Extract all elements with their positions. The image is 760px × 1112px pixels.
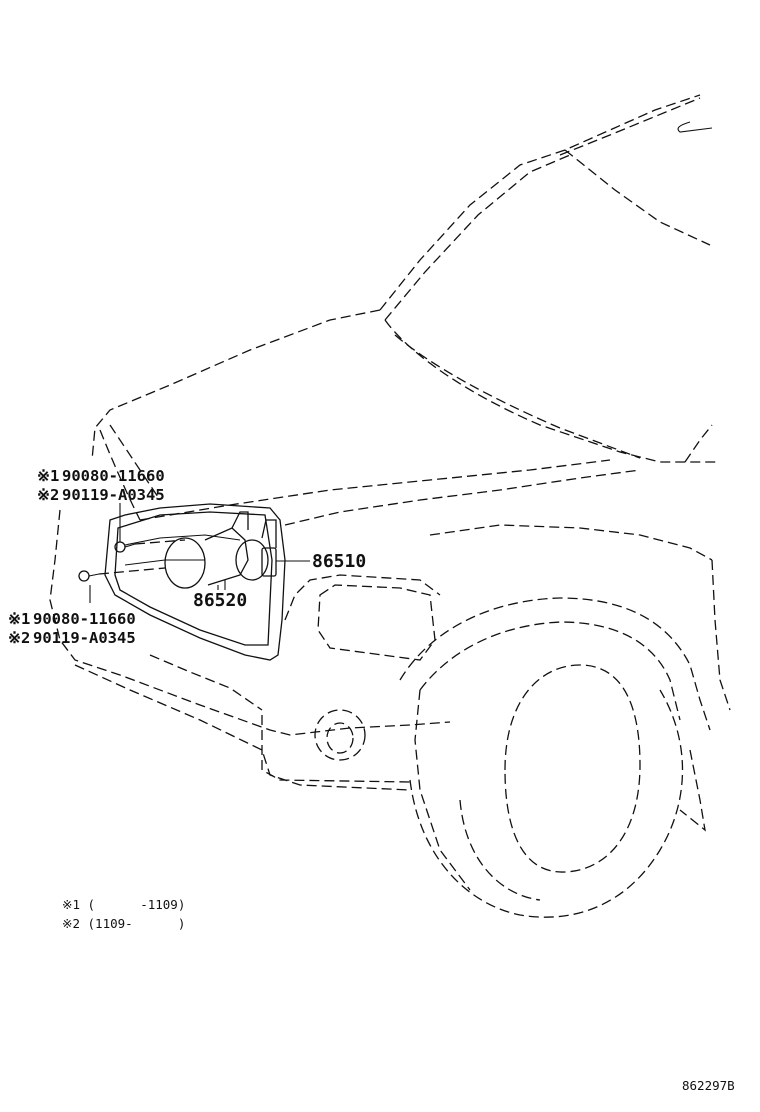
fog-lamp bbox=[314, 709, 366, 761]
upper-bolt-v1-marker: ※1 bbox=[37, 467, 59, 485]
lower-bolt-head bbox=[78, 570, 90, 582]
lower-bolt bbox=[78, 570, 100, 582]
bumper-lower bbox=[74, 664, 411, 791]
upper-bolt-v1-part: 90080-11660 bbox=[62, 467, 165, 485]
tire-sidewall bbox=[459, 749, 706, 901]
tire-inner bbox=[504, 664, 641, 873]
fender-arch bbox=[399, 597, 711, 731]
diagram-id: 862297B bbox=[682, 1078, 735, 1093]
tire-outer bbox=[409, 689, 684, 918]
hood-top bbox=[91, 309, 381, 461]
low-horn-bracket bbox=[231, 511, 249, 530]
grille-inner bbox=[114, 511, 273, 646]
fog-lamp-lens bbox=[326, 722, 354, 754]
horn-low-86520 bbox=[164, 511, 249, 589]
lower-bolt-shank bbox=[88, 573, 100, 577]
windshield-frame bbox=[379, 94, 701, 311]
a-pillar bbox=[684, 424, 713, 463]
lower-bolt-v1-part: 90080-11660 bbox=[33, 610, 136, 628]
bumper-corner bbox=[149, 654, 263, 711]
hood-front-line-2 bbox=[284, 469, 641, 526]
high-horn-connector bbox=[261, 547, 277, 577]
horn-high-86510 bbox=[235, 519, 277, 581]
callout-labels: ※1 90080-11660 ※2 90119-A0345 ※1 90080-1… bbox=[8, 467, 366, 647]
headlamp-surround bbox=[284, 574, 441, 621]
hood-front-line bbox=[139, 459, 611, 521]
grille-frame bbox=[104, 503, 286, 661]
fender-top bbox=[429, 524, 713, 561]
fender-arch-inner bbox=[419, 621, 681, 721]
low-horn-leader bbox=[217, 580, 226, 590]
upper-bolt-v2-part: 90119-A0345 bbox=[62, 486, 165, 504]
hood-front-edge bbox=[99, 424, 161, 521]
bolt-alignment-dashes bbox=[98, 539, 186, 575]
high-horn-bracket bbox=[261, 519, 277, 548]
low-horn-cone bbox=[204, 527, 249, 586]
lower-bolt-v2-part: 90119-A0345 bbox=[33, 629, 136, 647]
hood-crease bbox=[384, 319, 718, 463]
roof-line bbox=[559, 97, 701, 156]
upper-bolt-v2-marker: ※2 bbox=[37, 486, 59, 504]
high-horn-body bbox=[235, 539, 269, 581]
high-horn-part-number: 86510 bbox=[312, 551, 366, 572]
leader-lines bbox=[89, 503, 310, 603]
vehicle-body-outline bbox=[49, 94, 731, 918]
low-horn-body bbox=[164, 537, 206, 589]
wiper bbox=[677, 121, 713, 133]
lower-bolt-v2-marker: ※2 bbox=[8, 629, 30, 647]
legend-note-1: ※1 ( -1109) bbox=[62, 897, 185, 912]
lower-bolt-v1-marker: ※1 bbox=[8, 610, 30, 628]
legend: ※1 ( -1109) ※2 (1109- ) bbox=[62, 897, 185, 931]
grille-bar-1 bbox=[124, 534, 241, 546]
low-horn-part-number: 86520 bbox=[193, 590, 247, 611]
upper-bolt-shank bbox=[124, 543, 136, 548]
headlamp bbox=[317, 584, 436, 661]
hood-rear-edge bbox=[394, 334, 641, 459]
legend-note-2: ※2 (1109- ) bbox=[62, 916, 185, 931]
windshield-inner bbox=[384, 154, 571, 321]
bumper-face bbox=[261, 715, 411, 783]
tire-rim-edge bbox=[414, 689, 471, 891]
windshield-edge bbox=[564, 149, 711, 246]
bumper-top bbox=[49, 509, 451, 736]
fender-rear-edge bbox=[711, 559, 731, 711]
